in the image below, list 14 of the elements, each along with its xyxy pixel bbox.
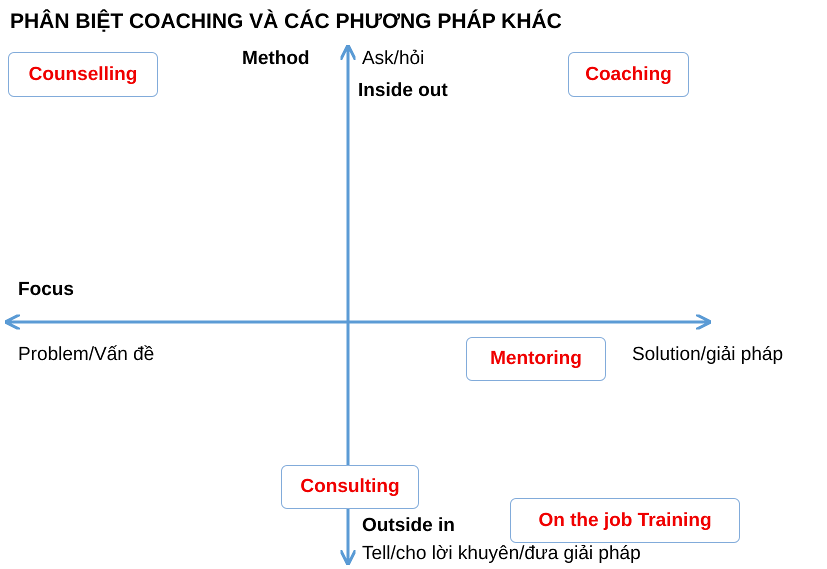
method-box: Coaching — [568, 52, 689, 97]
axis-label: Problem/Vấn đề — [18, 344, 154, 366]
method-box: Consulting — [281, 465, 419, 509]
axis-label: Method — [242, 48, 310, 70]
axis-label: Inside out — [358, 80, 448, 102]
title: PHÂN BIỆT COACHING VÀ CÁC PHƯƠNG PHÁP KHÁC — [10, 10, 562, 34]
method-box: Mentoring — [466, 337, 606, 381]
method-box: On the job Training — [510, 498, 740, 543]
axis-label: Ask/hỏi — [362, 48, 424, 70]
axis-label: Focus — [18, 279, 74, 301]
axis-label: Outside in — [362, 515, 455, 537]
method-box: Counselling — [8, 52, 158, 97]
axis-label: Tell/cho lời khuyên/đưa giải pháp — [362, 543, 641, 565]
axis-label: Solution/giải pháp — [632, 344, 784, 366]
